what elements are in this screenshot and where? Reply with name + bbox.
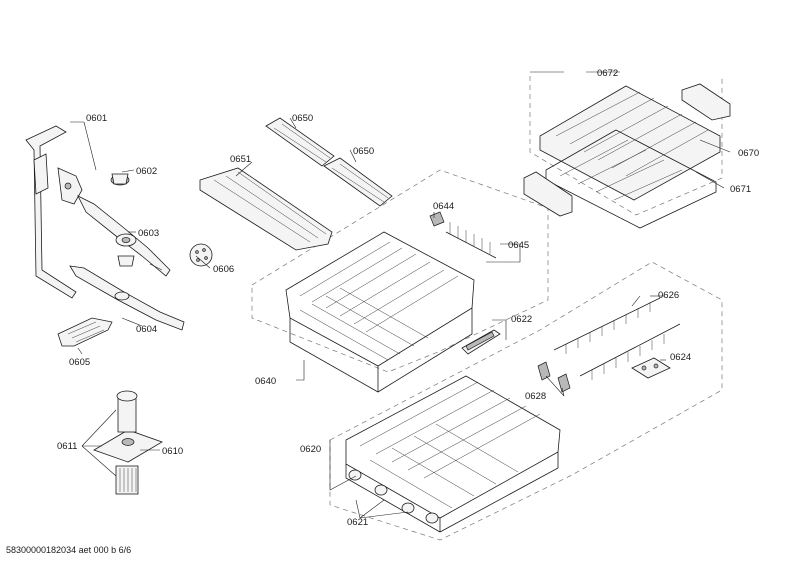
- tine-rack-part: [445, 222, 497, 259]
- label-0601: 0601: [86, 113, 107, 124]
- label-0645: 0645: [508, 240, 529, 251]
- label-0605: 0605: [69, 357, 90, 368]
- clip-part: [429, 211, 445, 227]
- label-0611: 0611: [57, 441, 77, 452]
- comb-insert-upper-part: [265, 117, 335, 167]
- tray-clip-left-part: [523, 171, 573, 217]
- label-0624: 0624: [670, 352, 691, 363]
- folding-rack-part: [199, 167, 333, 251]
- cutlery-tray-group-outline: [529, 76, 723, 216]
- filter-assembly-part: [93, 390, 163, 495]
- comb-insert-lower-part: [323, 157, 393, 207]
- tray-clip-right-part: [681, 83, 731, 121]
- label-0621: 0621: [347, 517, 368, 528]
- label-0650-upper: 0650: [292, 113, 313, 124]
- lower-basket-part: [345, 375, 561, 533]
- filter-cover-part: [57, 317, 113, 347]
- label-0672: 0672: [597, 68, 618, 79]
- label-0651: 0651: [230, 154, 251, 165]
- upper-basket-group-outline: [251, 169, 549, 373]
- supply-pipe-part: [25, 125, 83, 299]
- cutlery-tray-part: [539, 85, 721, 201]
- label-0644: 0644: [433, 201, 454, 212]
- tine-row-part: [553, 297, 681, 380]
- small-clips-part: [631, 357, 671, 379]
- label-0604: 0604: [136, 324, 157, 335]
- label-0622: 0622: [511, 314, 532, 325]
- leader-lines: [70, 71, 731, 519]
- lower-spray-arm-part: [69, 265, 185, 331]
- label-0628: 0628: [525, 391, 546, 402]
- label-0610: 0610: [162, 446, 183, 457]
- basket-handle-part: [461, 329, 501, 355]
- label-0606: 0606: [213, 264, 234, 275]
- part-labels: 0601 0602 0603 0604 0605 0606 0610 0611 …: [57, 68, 759, 528]
- strainer-disc-part: [189, 243, 213, 267]
- label-0603: 0603: [138, 228, 159, 239]
- label-0670: 0670: [738, 148, 759, 159]
- label-0602: 0602: [136, 166, 157, 177]
- nozzle-part: [110, 173, 130, 186]
- upper-spray-arm-part: [77, 195, 171, 277]
- label-0620: 0620: [300, 444, 321, 455]
- lower-basket-group-outline: [329, 261, 723, 541]
- document-footer: 58300000182034 aet 000 b 6/6: [6, 545, 131, 555]
- hinge-clips-part: [537, 361, 571, 393]
- label-0640: 0640: [255, 376, 276, 387]
- upper-basket-part: [285, 231, 475, 393]
- label-0626: 0626: [658, 290, 679, 301]
- label-0650-lower: 0650: [353, 146, 374, 157]
- label-0671: 0671: [730, 184, 751, 195]
- basket-wheels-part: [348, 469, 439, 524]
